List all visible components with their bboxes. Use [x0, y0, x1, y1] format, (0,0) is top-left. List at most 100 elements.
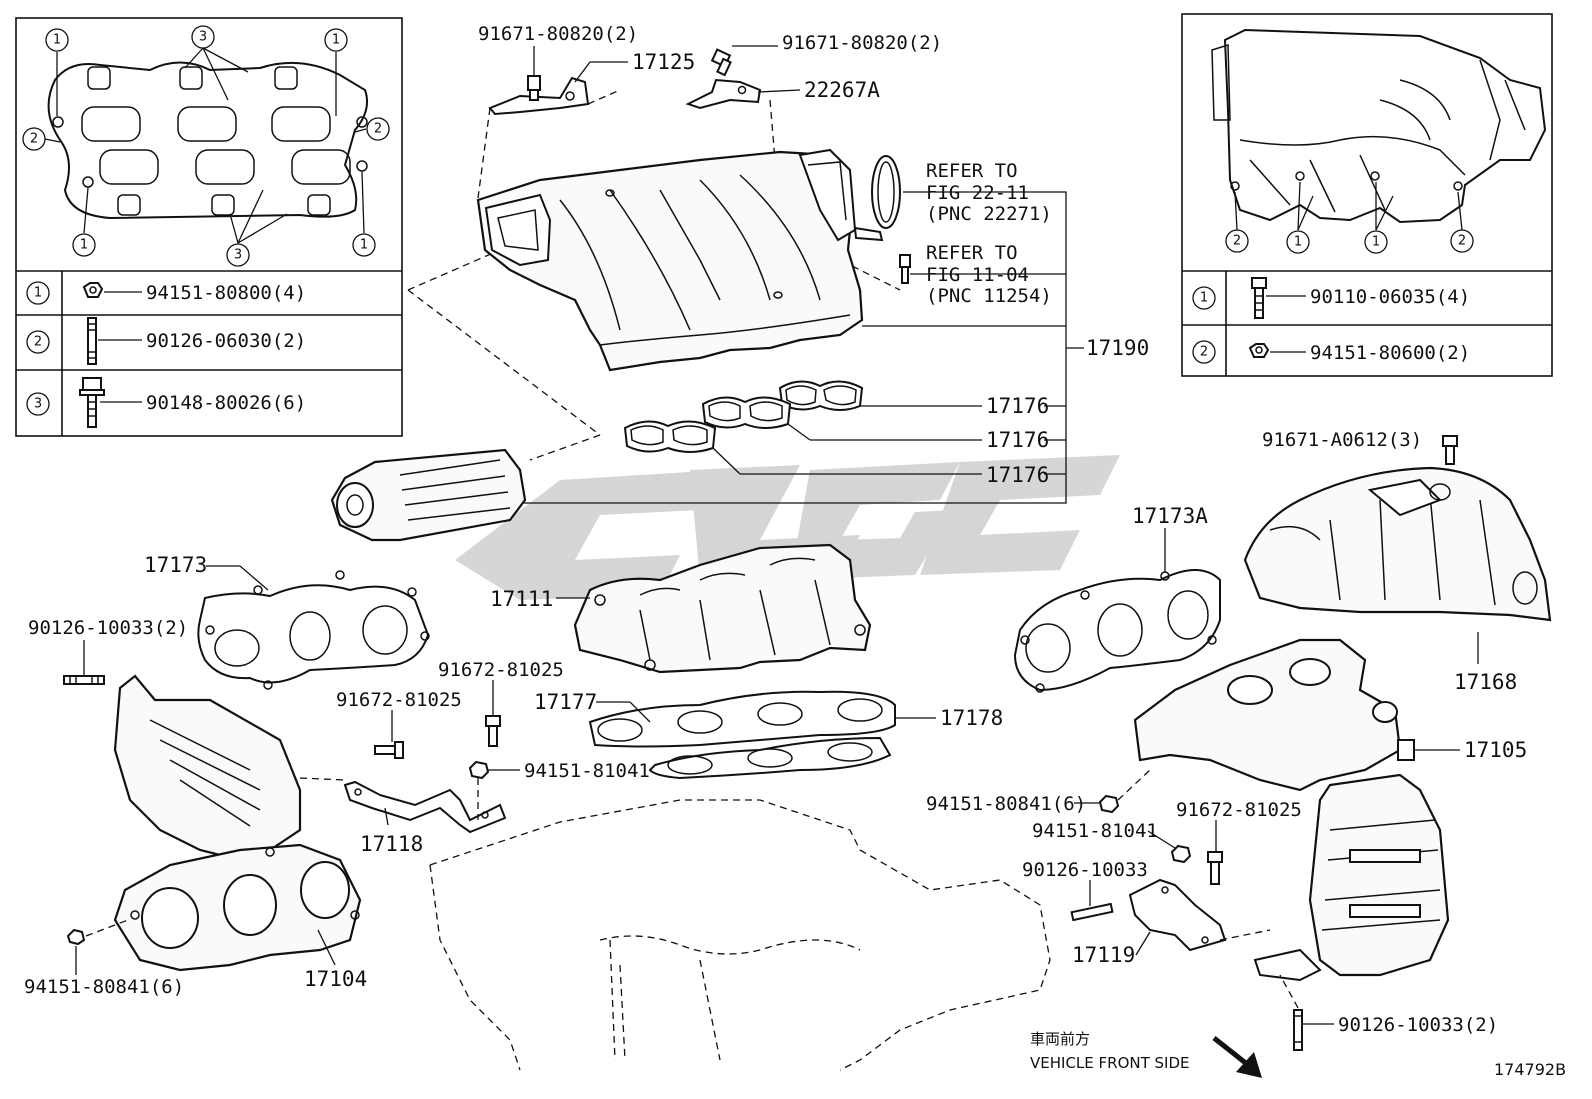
part-17176-gasket-b: [701, 396, 792, 429]
svg-text:1: 1: [1372, 235, 1380, 250]
front-direction-arrow-icon: [1212, 1036, 1262, 1078]
label-17118: 17118: [360, 832, 423, 856]
inset-right-callout-2b: 2: [1450, 229, 1474, 253]
refer1-line3: (PNC 22271): [926, 203, 1052, 225]
label-91672-81025-b: 91672-81025: [438, 659, 564, 681]
svg-text:3: 3: [199, 30, 207, 45]
part-17173A-gasket: [1013, 569, 1221, 693]
flange-bolt-icon: [79, 377, 105, 428]
part-17176-gasket-c: [623, 420, 717, 453]
inset-left-callout-1c: 1: [72, 233, 96, 257]
label-17190: 17190: [1086, 336, 1149, 360]
inset-left-row-1: 1 94151-80800(4): [26, 281, 306, 305]
label-17177: 17177: [534, 690, 597, 714]
inset-left-row-3: 3 90148-80026(6): [26, 377, 306, 428]
figure-id: 174792B: [1494, 1060, 1566, 1079]
refer2-line3: (PNC 11254): [926, 285, 1052, 307]
bolt-91671-A0612: [1442, 435, 1458, 465]
part-17125-bracket: [488, 75, 590, 116]
bolt-91672-81025-left: [374, 741, 404, 759]
inset-left-callout-1b: 1: [324, 28, 348, 52]
stud-bolt-icon: [87, 317, 97, 365]
label-17104: 17104: [304, 967, 367, 991]
part-17177-gasket: [588, 690, 896, 748]
part-17176-gasket-a: [778, 380, 864, 411]
inset-left-row-2: 2 90126-06030(2): [26, 317, 306, 365]
part-17118-bracket: [343, 780, 507, 834]
label-90126-10033-b: 90126-10033: [1022, 859, 1148, 881]
part-17168-heat-shield: [1243, 466, 1552, 622]
label-17176-a: 17176: [986, 394, 1049, 418]
inset-left-callout-2a: 2: [22, 127, 46, 151]
label-17111: 17111: [490, 587, 553, 611]
front-note-jp: 車両前方: [1030, 1030, 1090, 1048]
svg-text:90126-06030(2): 90126-06030(2): [146, 330, 306, 352]
label-94151-80841-a: 94151-80841(6): [24, 976, 184, 998]
svg-text:2: 2: [374, 122, 382, 137]
label-91672-81025-a: 91672-81025: [336, 689, 462, 711]
part-17104-exhaust-manifold: [113, 674, 362, 972]
label-17173A: 17173A: [1132, 504, 1208, 528]
bolt-icon: [1251, 277, 1267, 319]
label-17168: 17168: [1454, 670, 1517, 694]
stud-90126-10033-left: [63, 675, 105, 685]
refer2-line2: FIG 11-04: [926, 264, 1029, 286]
svg-text:2: 2: [1458, 234, 1466, 249]
label-17125: 17125: [632, 50, 695, 74]
front-note-en: VEHICLE FRONT SIDE: [1030, 1054, 1190, 1072]
nut-icon: [82, 282, 104, 298]
sensor-part: [899, 254, 911, 284]
inset-gasket-drawing: [47, 61, 368, 220]
svg-text:1: 1: [80, 238, 88, 253]
svg-text:94151-80800(4): 94151-80800(4): [146, 282, 306, 304]
svg-text:90110-06035(4): 90110-06035(4): [1310, 286, 1470, 308]
svg-text:2: 2: [34, 335, 42, 350]
inset-left-callout-1d: 1: [352, 233, 376, 257]
part-17190-intake-plenum: [476, 148, 884, 372]
svg-text:1: 1: [360, 238, 368, 253]
label-91671-A0612: 91671-A0612(3): [1262, 429, 1422, 451]
svg-text:2: 2: [30, 132, 38, 147]
svg-text:1: 1: [34, 286, 42, 301]
nut-94151-80841-right: [1098, 794, 1120, 814]
inset-right-callout-1b: 1: [1364, 230, 1388, 254]
refer1-line2: FIG 22-11: [926, 182, 1029, 204]
inset-left-callout-2b: 2: [366, 117, 390, 141]
inset-left: 1 1 1 1 2 2 3 3 1 94151-80800(4) 2 90126…: [15, 17, 403, 437]
nut-icon: [1248, 343, 1270, 358]
part-22267A-bracket: [685, 48, 762, 110]
svg-text:3: 3: [34, 397, 42, 412]
label-91672-81025-c: 91672-81025: [1176, 799, 1302, 821]
inset-left-callout-3b: 3: [226, 243, 250, 267]
label-17173: 17173: [144, 553, 207, 577]
inset-right-row-1: 1 90110-06035(4): [1192, 277, 1470, 319]
part-17111-intake-manifold: [573, 543, 872, 674]
label-17178: 17178: [940, 706, 1003, 730]
stud-90126-10033-right: [1070, 902, 1114, 922]
label-17176-b: 17176: [986, 428, 1049, 452]
o-ring-gasket: [871, 155, 901, 229]
svg-text:2: 2: [1233, 234, 1241, 249]
stud-90126-10033-bottom: [1293, 1009, 1303, 1051]
label-90126-10033-a: 90126-10033(2): [28, 617, 188, 639]
inset-right: 2 1 1 2 1 90110-06035(4) 2 94151-80600(2…: [1181, 13, 1553, 377]
svg-text:1: 1: [332, 33, 340, 48]
bolt-91672-81025-right: [1207, 851, 1223, 885]
label-94151-81041-a: 94151-81041: [524, 760, 650, 782]
label-94151-80841-b: 94151-80841(6): [926, 793, 1086, 815]
label-17105: 17105: [1464, 738, 1527, 762]
inset-right-callout-1a: 1: [1286, 230, 1310, 254]
part-17178-gasket: [648, 736, 892, 780]
throttle-body-part: [330, 448, 527, 542]
part-17173-gasket: [197, 570, 430, 690]
svg-text:1: 1: [53, 33, 61, 48]
label-22267A: 22267A: [804, 78, 880, 102]
inset-right-row-2: 2 94151-80600(2): [1192, 340, 1470, 364]
nut-94151-81041-left: [468, 760, 490, 780]
svg-text:1: 1: [1200, 291, 1208, 306]
bolt-91672-81025-mid: [485, 715, 501, 747]
label-17119: 17119: [1072, 943, 1135, 967]
svg-text:3: 3: [234, 248, 242, 263]
svg-text:2: 2: [1200, 345, 1208, 360]
